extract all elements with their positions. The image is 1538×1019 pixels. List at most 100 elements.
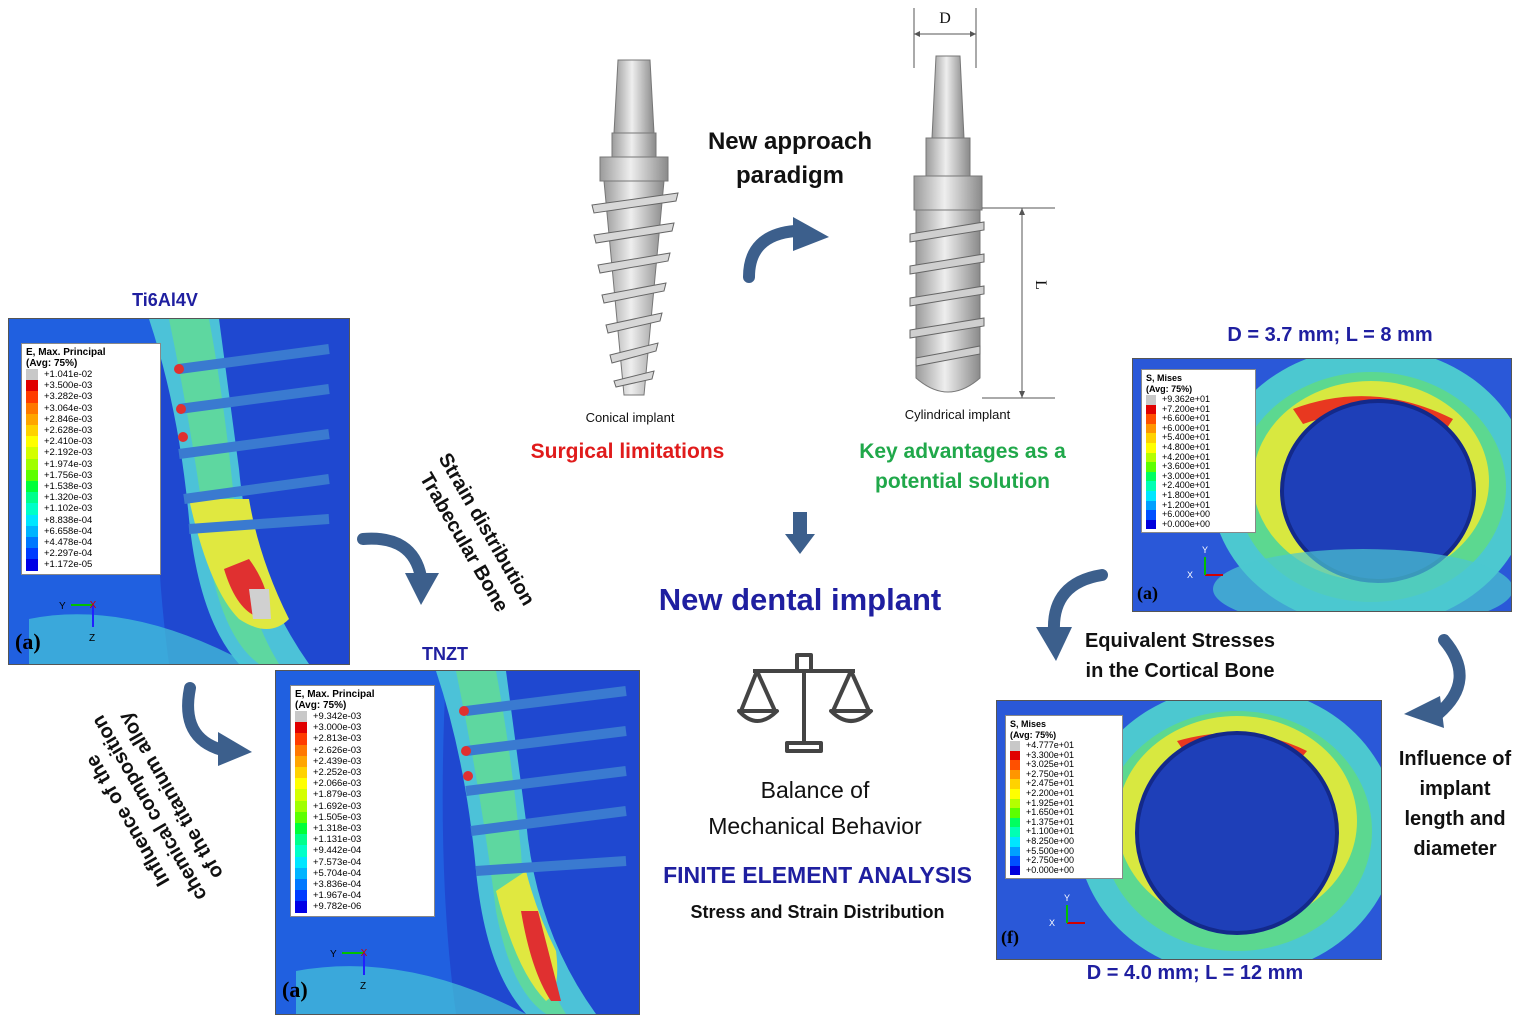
legend-row: +1.692e-03	[295, 800, 430, 812]
legend-row: +1.650e+01	[1010, 808, 1118, 818]
legend-row: +1.967e-04	[295, 890, 430, 902]
legend-swatch	[26, 514, 38, 526]
legend-row: +2.846e-03	[26, 413, 156, 425]
legend-swatch	[1146, 433, 1156, 443]
strain-curved-arrow	[357, 532, 439, 605]
legend-swatch	[1146, 510, 1156, 520]
legend-value: +1.102e-03	[44, 503, 93, 515]
legend-swatch	[295, 767, 307, 779]
legend-value: +1.692e-03	[313, 800, 362, 812]
cortical-bottom-legend: S, Mises (Avg: 75%) +4.777e+01+3.300e+01…	[1005, 715, 1123, 880]
legend-swatch	[295, 879, 307, 891]
cortical-bottom-axis-x-label: X	[1049, 918, 1055, 928]
legend-row: +1.879e-03	[295, 789, 430, 801]
legend-swatch	[295, 901, 307, 913]
legend-value: +1.375e+01	[1026, 816, 1075, 827]
legend-swatch	[1010, 856, 1020, 866]
legend-value: +6.600e+01	[1162, 413, 1211, 424]
surgical-limitations-label: Surgical limitations	[530, 440, 725, 463]
legend-swatch	[26, 537, 38, 549]
legend-value: +3.282e-03	[44, 391, 93, 403]
legend-swatch	[295, 856, 307, 868]
legend-swatch	[26, 413, 38, 425]
legend-swatch	[26, 447, 38, 459]
legend-row: +2.750e+01	[1010, 769, 1118, 780]
tnzt-strain-panel: E, Max. Principal (Avg: 75%) +9.342e-03+…	[275, 670, 640, 1015]
legend-swatch	[295, 789, 307, 801]
legend-value: +2.066e-03	[313, 778, 362, 790]
legend-value: +4.777e+01	[1026, 740, 1075, 750]
legend-swatch	[295, 711, 307, 723]
legend-swatch	[1010, 760, 1020, 770]
legend-swatch	[1010, 817, 1020, 828]
alloy-curved-arrow	[182, 682, 252, 766]
legend-swatch	[1010, 836, 1020, 847]
legend-swatch	[1010, 798, 1020, 809]
legend-value: +2.846e-03	[44, 413, 93, 425]
legend-row: +3.836e-04	[295, 879, 430, 891]
legend-value: +1.974e-03	[44, 458, 93, 470]
cortical-bottom-legend-title: S, Mises (Avg: 75%)	[1010, 719, 1057, 740]
legend-value: +1.318e-03	[313, 823, 362, 835]
legend-row: +1.102e-03	[26, 503, 156, 515]
legend-row: +3.300e+01	[1010, 750, 1118, 761]
legend-row: +2.410e-03	[26, 436, 156, 448]
legend-value: +3.000e+01	[1162, 470, 1211, 481]
tnzt-legend-title: E, Max. Principal (Avg: 75%)	[295, 689, 375, 711]
bottom-right-title: D = 4.0 mm; L = 12 mm	[1086, 962, 1304, 984]
legend-row: +2.628e-03	[26, 425, 156, 437]
legend-swatch	[295, 811, 307, 824]
legend-row: +1.318e-03	[295, 823, 430, 835]
legend-row: +8.250e+00	[1010, 836, 1118, 847]
legend-value: +3.064e-03	[44, 402, 93, 414]
legend-swatch	[26, 492, 38, 504]
cylindrical-implant-caption: Cylindrical implant	[904, 407, 1011, 422]
cortical-bottom-axis-y-label: Y	[1064, 893, 1070, 903]
legend-swatch	[1010, 779, 1020, 789]
cortical-top-axis-y-label: Y	[1202, 545, 1208, 555]
legend-row: +0.000e+00	[1010, 865, 1118, 876]
legend-value: +2.410e-03	[44, 436, 93, 448]
legend-value: +6.000e+00	[1162, 509, 1211, 520]
legend-swatch	[26, 402, 38, 414]
tnzt-panel-letter: (a)	[282, 977, 308, 1002]
legend-value: +1.538e-03	[44, 481, 93, 493]
legend-row: +5.400e+01	[1146, 433, 1251, 443]
length-diameter-label: Influence of implant length and diameter	[1398, 748, 1512, 860]
legend-row: +1.925e+01	[1010, 798, 1118, 809]
legend-value: +3.000e-03	[313, 722, 362, 734]
legend-swatch	[26, 503, 38, 515]
legend-swatch	[295, 823, 307, 835]
legend-row: +5.704e-04	[295, 867, 430, 880]
legend-value: +4.200e+01	[1162, 451, 1211, 462]
legend-value: +1.320e-03	[44, 492, 93, 504]
conical-implant-drawing	[591, 59, 679, 396]
legend-swatch	[1010, 865, 1020, 876]
legend-value: +2.626e-03	[313, 744, 362, 756]
legend-row: +3.600e+01	[1146, 462, 1251, 472]
legend-row: +2.439e-03	[295, 755, 430, 767]
legend-value: +7.200e+01	[1162, 403, 1211, 414]
legend-row: +3.064e-03	[26, 402, 156, 414]
legend-swatch	[26, 469, 38, 482]
ti6al4v-axis-y-label: Y	[59, 601, 66, 612]
legend-swatch	[1146, 490, 1156, 501]
ti6al4v-panel-letter: (a)	[15, 629, 41, 654]
legend-row: +3.500e-03	[26, 380, 156, 392]
legend-swatch	[1146, 481, 1156, 491]
legend-row: +1.200e+01	[1146, 500, 1251, 511]
legend-row: +4.777e+01	[1010, 740, 1118, 751]
legend-swatch	[26, 525, 38, 538]
cortical-bottom-contour-image	[997, 701, 1381, 959]
legend-row: +1.100e+01	[1010, 827, 1118, 837]
cortical-stress-panel-top: S, Mises (Avg: 75%) +9.362e+01+7.200e+01…	[1132, 358, 1512, 612]
legend-value: +1.879e-03	[313, 789, 362, 801]
legend-row: +4.200e+01	[1146, 451, 1251, 463]
legend-row: +1.974e-03	[26, 458, 156, 470]
legend-swatch	[1146, 519, 1156, 530]
fea-title: FINITE ELEMENT ANALYSIS	[663, 862, 972, 888]
legend-swatch	[295, 778, 307, 790]
legend-swatch	[26, 425, 38, 437]
balance-label: Balance of Mechanical Behavior	[708, 777, 922, 839]
cortical-bottom-axis-triad: X Y	[1049, 893, 1085, 928]
